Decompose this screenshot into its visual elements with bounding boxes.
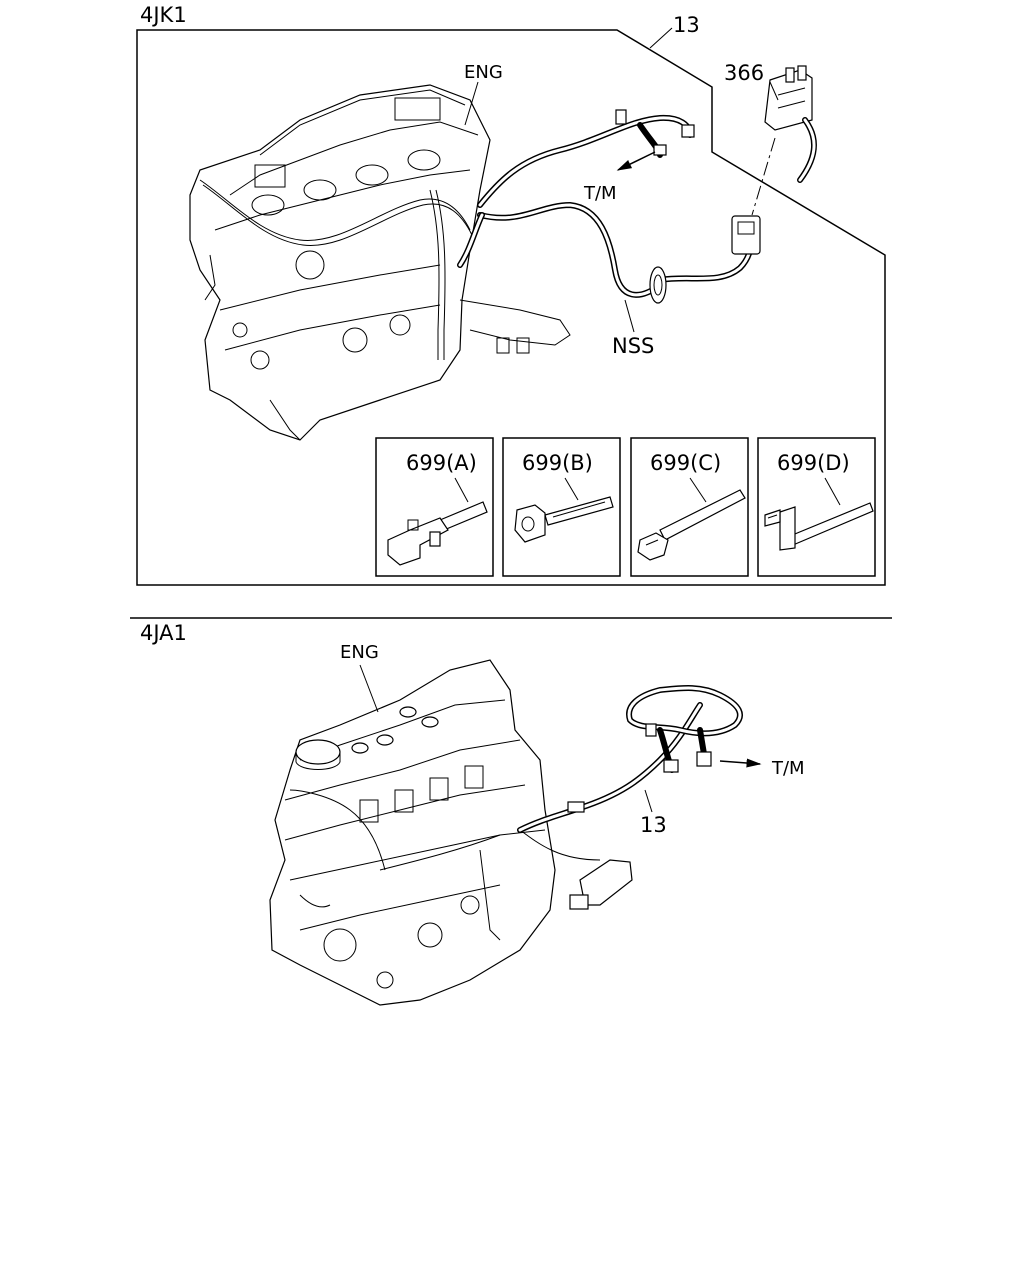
callout-tm-bottom: T/M xyxy=(771,758,805,779)
clip-box-699d: 699(D) xyxy=(757,437,876,577)
leader-eng-bottom xyxy=(359,664,379,713)
model-label-4jk1: 4JK1 xyxy=(140,3,187,27)
engine-illustration-4ja1 xyxy=(269,659,633,1006)
connector-366 xyxy=(751,65,818,216)
callout-13-top: 13 xyxy=(673,13,700,37)
leader-13-top xyxy=(649,27,673,49)
callout-tm-top: T/M xyxy=(583,183,617,204)
clip-box-699c: 699(C) xyxy=(630,437,749,577)
callout-nss: NSS xyxy=(612,334,654,358)
clip-box-699b: 699(B) xyxy=(502,437,621,577)
callout-366: 366 xyxy=(724,61,764,85)
section-frame xyxy=(136,29,886,586)
clip-box-699a: 699(A) xyxy=(375,437,494,577)
arrow-tm-top xyxy=(616,151,656,171)
callout-13-bottom: 13 xyxy=(640,813,667,837)
leader-eng-top xyxy=(464,81,479,126)
clip-label-699b: 699(B) xyxy=(522,451,593,475)
clip-label-699a: 699(A) xyxy=(406,451,477,475)
leader-366 xyxy=(769,81,779,101)
callout-eng-bottom: ENG xyxy=(340,642,379,663)
wiring-harness-13-top xyxy=(457,109,761,304)
clip-label-699d: 699(D) xyxy=(777,451,850,475)
wiring-harness-13-bottom xyxy=(517,685,743,833)
arrow-tm-bottom xyxy=(719,758,762,768)
leader-nss xyxy=(624,299,635,333)
callout-eng-top: ENG xyxy=(464,62,503,83)
engine-illustration-4jk1 xyxy=(189,84,571,441)
section-4jk1: 4JK1 xyxy=(136,3,886,586)
clip-label-699c: 699(C) xyxy=(650,451,721,475)
leader-13-bottom xyxy=(644,789,653,813)
model-label-4ja1: 4JA1 xyxy=(140,621,187,645)
section-4ja1: 4JA1 xyxy=(140,621,805,1006)
